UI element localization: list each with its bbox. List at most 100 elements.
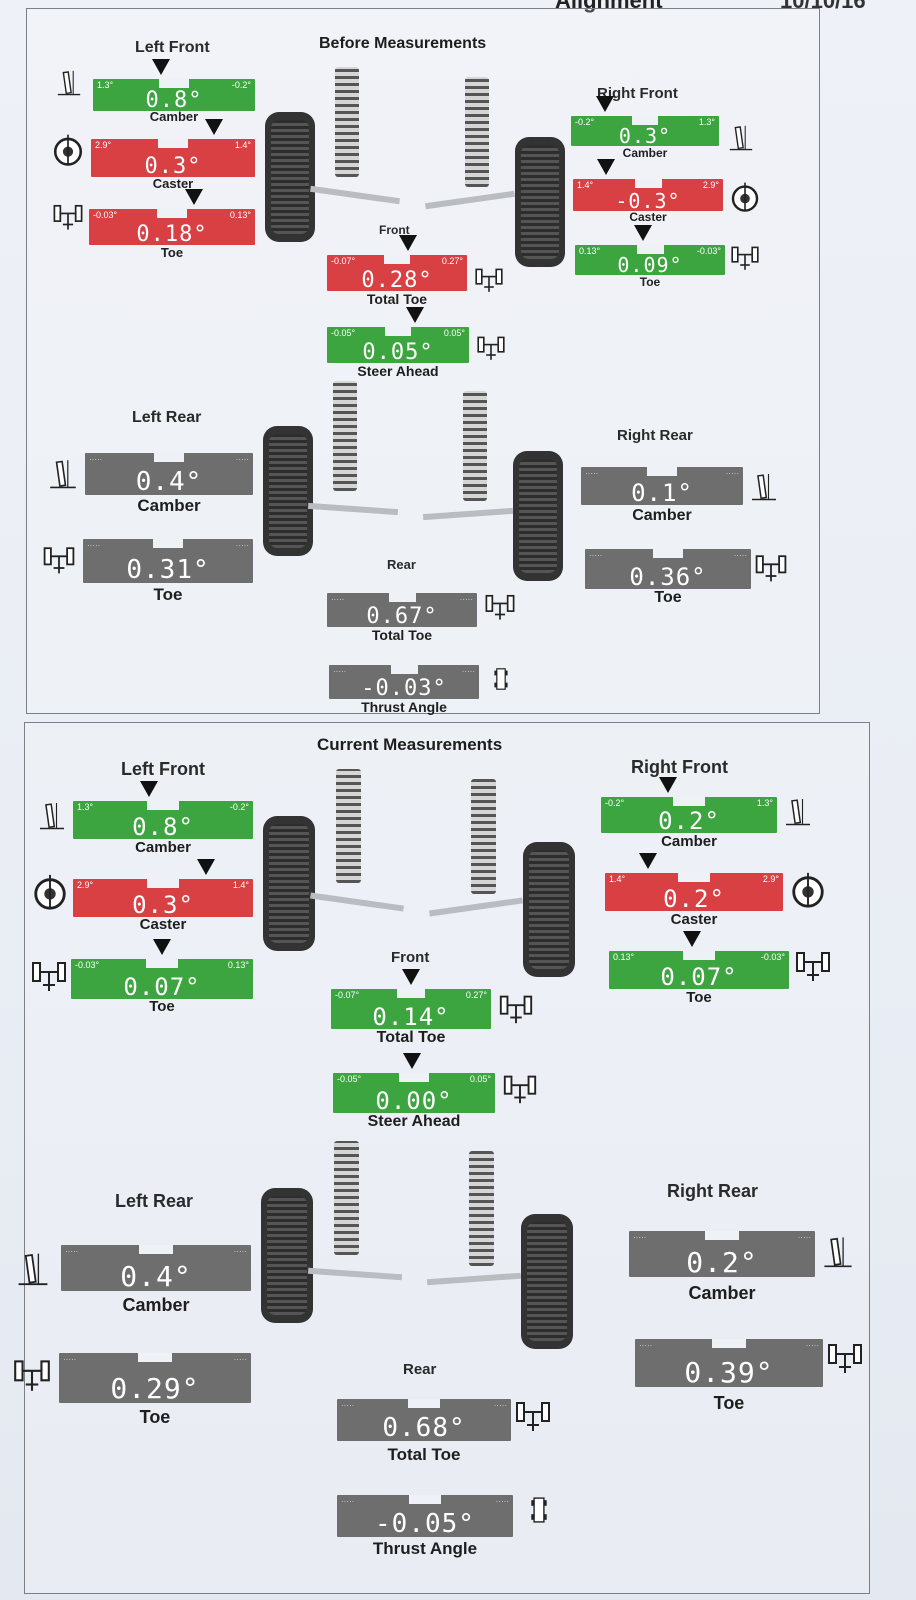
before-right-front-camber-gauge: -0.2° 1.3° 0.3° <box>571 96 719 148</box>
spec-dots-left: ····· <box>589 551 603 560</box>
spec-dots-right: ····· <box>797 1233 811 1242</box>
current-front-right-tire <box>523 841 575 977</box>
spec-max-label: 1.3° <box>698 117 715 127</box>
gauge-notch <box>705 1231 739 1240</box>
gauge-notch <box>631 116 659 125</box>
current-left-rear-camber-gauge: ··········0.4° <box>61 1245 251 1293</box>
before-rear-thrust-angle-gauge: ··········-0.03° <box>329 665 479 701</box>
measurement-value: 0.14° <box>372 1003 450 1031</box>
current-rear-right-strut <box>469 1151 494 1266</box>
spec-dots-right: ····· <box>805 1341 819 1350</box>
camber-icon <box>50 460 76 489</box>
gauge-notch <box>408 1399 440 1408</box>
camber-icon <box>824 1237 852 1268</box>
before-rear-right-tire <box>513 451 563 581</box>
before-left-front-camber-gauge: 1.3° -0.2° 0.8° <box>93 59 255 113</box>
current-front-left-strut <box>335 769 361 884</box>
spec-dots-left: ····· <box>65 1247 79 1256</box>
spec-min-label: 1.3° <box>77 802 94 812</box>
indicator-arrow-icon <box>682 931 701 947</box>
current-right-front-camber-gauge: -0.2°1.3°0.2° <box>601 777 777 835</box>
gauge-notch <box>647 467 677 476</box>
toe-icon <box>503 1075 537 1104</box>
thrust-angle-icon <box>531 1497 547 1523</box>
before-right-rear-toe-gauge: ··········0.36° <box>585 549 751 591</box>
spec-dots-left: ····· <box>585 469 599 478</box>
before-left-front-caster-caption-caption: Caster <box>152 176 194 191</box>
measurement-value: 0.07° <box>123 973 201 1001</box>
before-right-front-toe-gauge: 0.13°-0.03°0.09° <box>575 225 725 277</box>
measurement-value: -0.03° <box>361 676 447 701</box>
before-right-rear-camber-caption-caption: Camber <box>632 507 692 524</box>
before-rear-total-toe-gauge: ····· ····· 0.67° <box>327 593 477 629</box>
current-rear-right-arm <box>427 1272 522 1286</box>
spec-dots-left: ····· <box>63 1355 77 1364</box>
measurement-value: 0.29° <box>110 1372 200 1405</box>
current-left-front-camber-caption-caption: Camber <box>135 839 191 856</box>
spec-dots-right: ····· <box>235 455 249 464</box>
spec-min-label: 1.4° <box>577 180 594 190</box>
spec-min-label: 1.4° <box>609 874 626 884</box>
before-left-rear-label: Left Rear <box>132 409 202 426</box>
before-rear-left-tire <box>263 426 313 556</box>
measurement-value: 0.2° <box>686 1246 758 1279</box>
spec-min-label: -0.2° <box>575 117 595 127</box>
camber-icon <box>18 1253 48 1286</box>
current-rear-left-strut <box>333 1141 359 1256</box>
gauge-notch <box>145 959 179 968</box>
current-front-left-tire <box>263 815 315 951</box>
current-right-rear-label: Right Rear <box>667 1181 759 1201</box>
spec-max-label: 1.4° <box>234 140 251 150</box>
indicator-arrow-icon <box>597 159 615 175</box>
spec-max-label: 0.27° <box>465 990 487 1000</box>
spec-dots-left: ····· <box>331 595 345 604</box>
measurement-value: 0.36° <box>629 563 707 591</box>
spec-min-label: -0.07° <box>335 990 360 1000</box>
current-front-steer-ahead-gauge: -0.05°0.05°0.00° <box>333 1053 495 1115</box>
before-rear-right-strut <box>463 391 487 501</box>
caster-icon <box>34 874 66 910</box>
camber-icon <box>57 70 81 96</box>
before-left-front-caster-gauge: 2.9°1.4°0.3° <box>91 119 255 179</box>
indicator-arrow-icon <box>399 235 418 251</box>
before-front-right-tire <box>515 137 565 267</box>
gauge-notch <box>390 665 418 674</box>
indicator-arrow-icon <box>633 225 652 241</box>
toe-icon <box>485 594 515 620</box>
current-right-front-camber-caption-caption: Camber <box>661 833 717 850</box>
spec-dots-left: ····· <box>341 1401 355 1410</box>
spec-dots-left: ····· <box>87 541 101 550</box>
spec-max-label: 2.9° <box>702 180 719 190</box>
spec-min-label: 2.9° <box>95 140 112 150</box>
spec-min-label: 1.3° <box>97 80 114 90</box>
before-right-front-toe-caption-caption: Toe <box>639 275 661 289</box>
gauge-notch <box>634 179 662 188</box>
before-rear-thrust-angle-caption-caption: Thrust Angle <box>361 699 447 715</box>
current-left-front-caster-gauge: 2.9°1.4°0.3° <box>73 859 253 919</box>
spec-dots-left: ····· <box>341 1497 355 1506</box>
spec-dots-right: ····· <box>459 595 473 604</box>
current-right-front-label: Right Front <box>631 757 728 777</box>
toe-icon <box>477 336 505 360</box>
toe-icon <box>755 555 787 582</box>
indicator-arrow-icon <box>184 189 203 205</box>
measurement-value: 0.8° <box>145 88 203 113</box>
spec-max-label: 0.13° <box>227 960 249 970</box>
section-title: Current Measurements <box>317 735 503 754</box>
spec-max-label: 0.05° <box>469 1074 491 1084</box>
before-rear-label: Rear <box>387 557 416 572</box>
spec-max-label: -0.03° <box>760 952 785 962</box>
before-right-front-label: Right Front <box>597 85 678 102</box>
measurement-value: 0.68° <box>382 1413 466 1443</box>
current-right-rear-camber-caption-caption: Camber <box>688 1283 756 1303</box>
spec-min-label: -0.07° <box>331 256 356 266</box>
spec-max-label: -0.2° <box>231 80 251 90</box>
spec-dots-right: ····· <box>461 667 475 676</box>
gauge-notch <box>388 593 416 602</box>
measurement-value: 0.67° <box>366 604 438 629</box>
gauge-notch <box>157 209 187 218</box>
measurement-value: 0.3° <box>618 124 672 148</box>
current-right-front-toe-gauge: 0.13°-0.03°0.07° <box>609 931 789 991</box>
